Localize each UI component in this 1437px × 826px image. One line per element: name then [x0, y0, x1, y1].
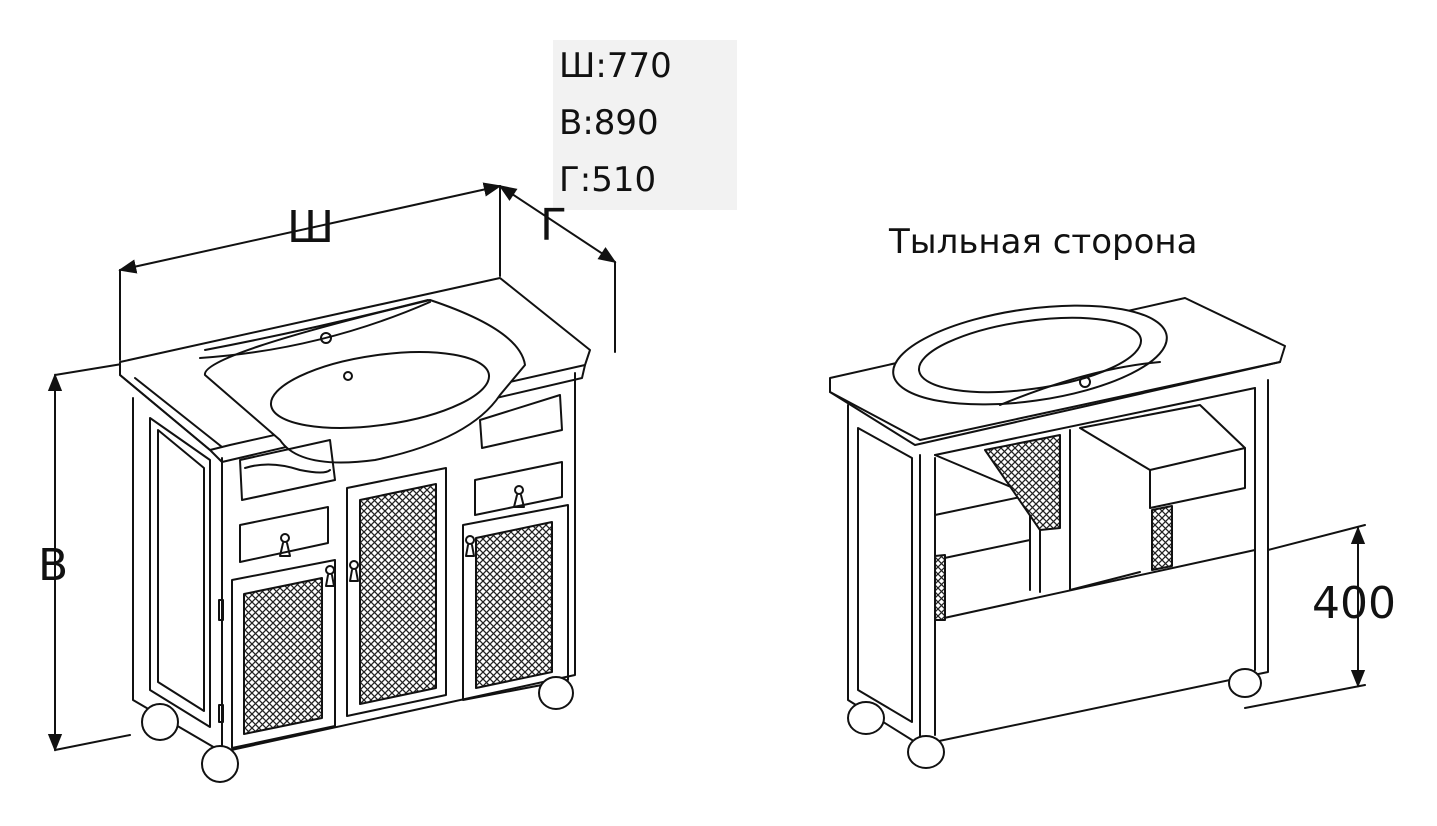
- cabinet-body: [132, 372, 576, 783]
- back-frame: [847, 379, 1269, 769]
- back-view: [829, 297, 1366, 769]
- front-view: [47, 182, 617, 783]
- spec-height: В:890: [559, 103, 659, 143]
- back-countertop: [829, 297, 1286, 446]
- back-height-dimension: [1244, 524, 1366, 709]
- spec-width: Ш:770: [559, 46, 672, 86]
- height-dimension: [47, 363, 131, 752]
- back-side-title: Тыльная сторона: [889, 222, 1198, 262]
- depth-label: Г: [540, 200, 567, 251]
- depth-dimension: [498, 185, 617, 353]
- width-label: Ш: [287, 202, 335, 253]
- countertop: [119, 277, 591, 464]
- right-drawer: [474, 461, 563, 516]
- left-drawer: [239, 506, 329, 563]
- height-label: В: [38, 540, 69, 591]
- specs-panel: Ш:770 В:890 Г:510: [553, 40, 737, 210]
- back-height-label: 400: [1312, 578, 1396, 629]
